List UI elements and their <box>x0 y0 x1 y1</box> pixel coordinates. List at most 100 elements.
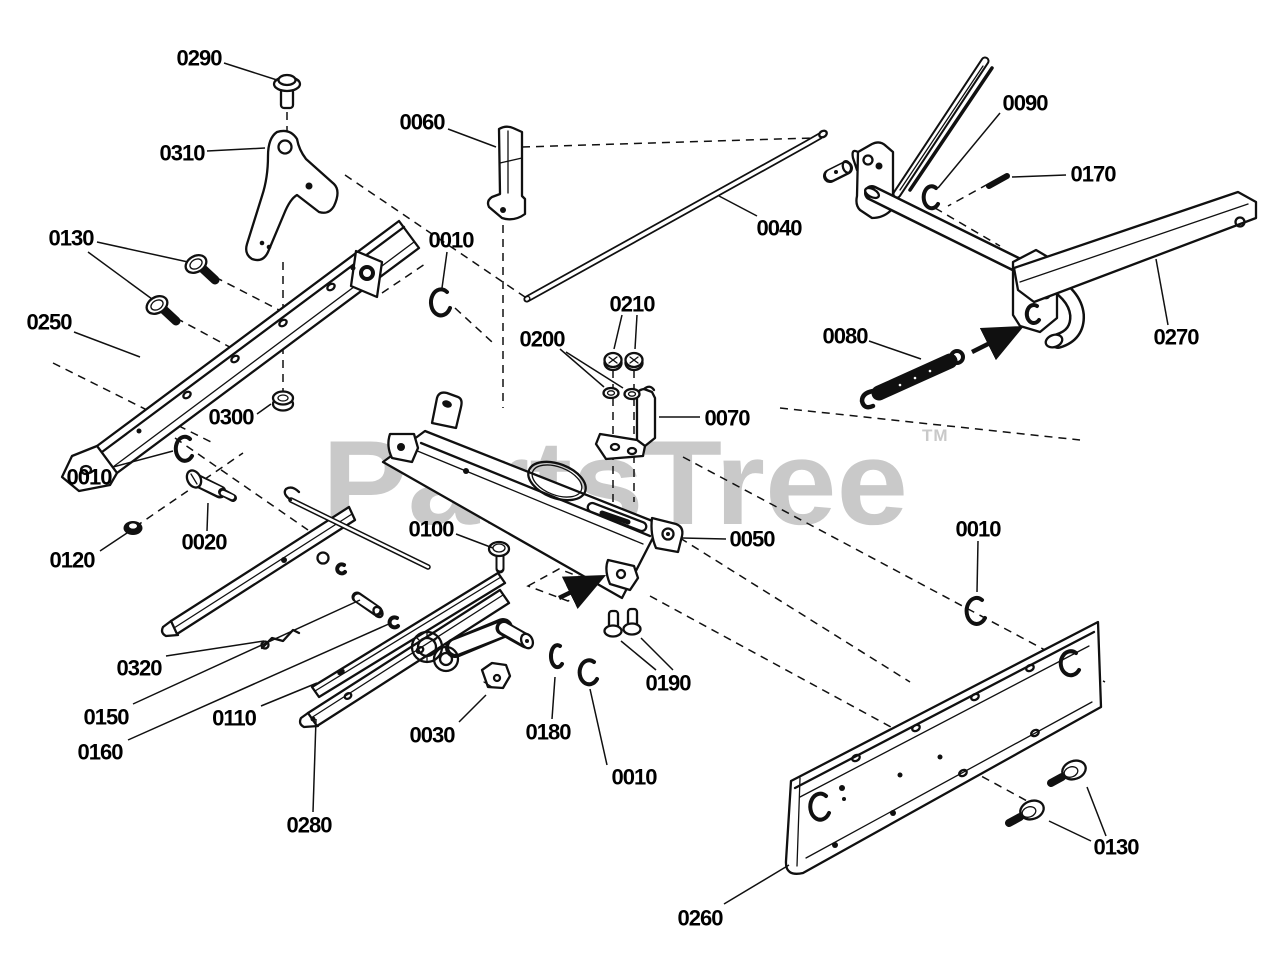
leader-line-0290 <box>223 62 278 81</box>
part-pin-0170 <box>986 173 1010 189</box>
part-callout-0300: 0300 <box>209 405 255 430</box>
part-callout-0260: 0260 <box>678 906 724 931</box>
dashed-line <box>52 362 214 444</box>
leader-line-0300 <box>256 403 272 415</box>
dashed-outline <box>526 568 601 602</box>
part-clip-0180 <box>548 643 564 670</box>
dashed-line <box>381 261 429 294</box>
leader-line-0010-c <box>589 688 608 766</box>
leader-line-0110 <box>260 682 318 707</box>
part-rail-0250 <box>60 219 421 493</box>
part-strip-0110 <box>310 571 507 699</box>
part-bolt-0020 <box>185 469 237 502</box>
part-callout-0100: 0100 <box>409 517 455 542</box>
part-bolts-0130-lower <box>1005 759 1087 827</box>
leader-line-0250 <box>73 331 141 358</box>
leader-line-0210 <box>634 314 638 350</box>
leader-line-0210 <box>613 314 623 350</box>
part-washer-cluster <box>316 551 347 576</box>
part-callout-0160: 0160 <box>78 740 124 765</box>
leader-line-0060 <box>447 128 497 148</box>
part-callout-0090: 0090 <box>1003 91 1049 116</box>
part-callout-0130-a: 0130 <box>49 226 95 251</box>
part-rail-0260 <box>784 620 1103 875</box>
dashed-line <box>521 137 813 148</box>
dashed-line <box>134 452 244 528</box>
leader-line-0130-a <box>96 241 189 263</box>
part-callout-0010-c: 0010 <box>612 765 658 790</box>
part-lift-assembly <box>851 56 1258 349</box>
part-callout-0120: 0120 <box>50 548 96 573</box>
part-washer-0090 <box>921 184 940 211</box>
arrows-layer <box>558 325 1025 609</box>
watermark-tm: TM <box>922 426 949 445</box>
leader-line-0090 <box>937 112 1001 189</box>
part-bolt-0100 <box>487 540 511 574</box>
part-washer-0160 <box>387 615 400 630</box>
part-callout-0010-d: 0010 <box>956 517 1002 542</box>
part-callout-0050: 0050 <box>730 527 776 552</box>
part-callout-0320: 0320 <box>117 656 163 681</box>
dashed-line <box>679 537 911 683</box>
part-nut-0300 <box>271 390 295 412</box>
part-callout-0010-b: 0010 <box>67 465 113 490</box>
part-plate-0050 <box>381 391 684 600</box>
part-bracket-0310 <box>245 129 339 262</box>
part-washer-0010-c <box>577 658 599 687</box>
part-callout-0170: 0170 <box>1071 162 1117 187</box>
part-callout-0270: 0270 <box>1154 325 1200 350</box>
leader-line-0190 <box>620 640 657 671</box>
part-nut-0120 <box>123 521 143 535</box>
leader-line-0170 <box>1011 174 1067 178</box>
leader-line-0080 <box>868 340 922 360</box>
part-bracket-0070 <box>594 385 657 461</box>
assembly-arrow <box>970 325 1025 361</box>
part-callout-0020: 0020 <box>182 530 228 555</box>
part-callout-0070: 0070 <box>705 406 751 431</box>
leader-line-0150 <box>132 599 361 705</box>
dashed-line <box>214 276 282 312</box>
leader-line-0130-b <box>1086 786 1107 837</box>
dashed-line <box>947 183 989 207</box>
part-channel-upper <box>160 505 357 638</box>
part-callout-0210: 0210 <box>610 292 656 317</box>
part-spring-0080 <box>859 349 965 410</box>
part-rod-0040 <box>523 129 853 303</box>
leader-line-0010-a <box>441 251 448 289</box>
leader-line-0130-a <box>87 251 153 300</box>
part-nuts-0210 <box>603 351 644 372</box>
callout-labels-layer: 0290031001300250001000600040009001700270… <box>27 46 1201 931</box>
part-washer-0010-b <box>173 434 194 463</box>
part-washer-0010-a <box>428 287 452 318</box>
leader-line-0160 <box>127 622 392 741</box>
part-callout-0040: 0040 <box>757 216 803 241</box>
part-cotter-pin-0320 <box>260 628 301 650</box>
part-callout-0250: 0250 <box>27 310 73 335</box>
dashed-line <box>454 307 493 343</box>
exploded-parts-art <box>60 56 1258 875</box>
part-callout-0280: 0280 <box>287 813 333 838</box>
leader-line-0100 <box>455 533 494 549</box>
part-channel-0280 <box>298 588 511 729</box>
leader-line-0320 <box>165 640 265 657</box>
part-rod-thin <box>283 486 431 570</box>
part-washer-0010-d <box>964 596 987 626</box>
part-bolt-0290 <box>272 73 302 110</box>
part-callout-0060: 0060 <box>400 110 446 135</box>
leader-line-0130-b <box>1048 820 1092 842</box>
leader-line-0030 <box>458 694 487 723</box>
leader-line-0310 <box>206 147 266 152</box>
leader-line-0010-d <box>976 540 979 593</box>
leader-line-0280 <box>312 718 317 813</box>
part-callout-0010-a: 0010 <box>429 228 475 253</box>
leader-line-0020 <box>206 502 209 532</box>
part-bracket-0060 <box>486 125 527 221</box>
part-clevis-pin-0150 <box>351 591 384 619</box>
leader-line-0190 <box>640 637 674 671</box>
leader-line-0260 <box>723 864 790 905</box>
part-callout-0200: 0200 <box>520 327 566 352</box>
leader-lines-layer <box>73 62 1169 905</box>
dashed-line <box>175 317 238 352</box>
